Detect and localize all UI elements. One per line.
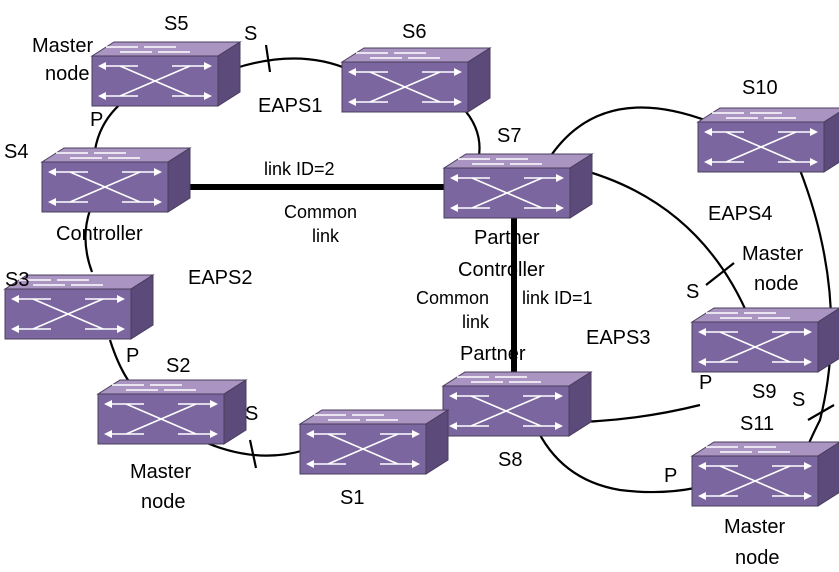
common-link-2-line1: Common bbox=[416, 288, 489, 308]
switch-s9-icon bbox=[691, 307, 839, 373]
link-s5-s6 bbox=[235, 57, 351, 72]
ring-label-eaps3: EAPS3 bbox=[586, 327, 650, 349]
label-s6: S6 bbox=[402, 21, 426, 43]
label-s7: S7 bbox=[497, 125, 521, 147]
switch-s7-icon bbox=[443, 153, 593, 219]
port-tick-s9 bbox=[705, 262, 735, 286]
master-node-s11-line2: node bbox=[735, 547, 780, 569]
common-link-1-line2: link bbox=[312, 226, 340, 246]
master-node-s5-line2: node bbox=[45, 63, 90, 85]
port-p-s9: P bbox=[699, 372, 712, 394]
label-s1: S1 bbox=[340, 487, 364, 509]
label-s3: S3 bbox=[5, 269, 29, 291]
switch-s11-icon bbox=[691, 441, 839, 507]
link-s6-s7 bbox=[459, 104, 481, 163]
switch-s5-icon bbox=[91, 41, 241, 107]
master-node-s2-line1: Master bbox=[130, 461, 191, 483]
port-tick-s2 bbox=[248, 439, 258, 469]
link-s7-s9 bbox=[574, 166, 752, 321]
partner-s7: Partner bbox=[474, 227, 540, 249]
switch-s1-icon bbox=[299, 409, 449, 475]
partner-s8: Partner bbox=[460, 343, 526, 365]
link-id-1-label: link ID=1 bbox=[522, 288, 593, 308]
port-s-s5: S bbox=[244, 23, 257, 45]
master-node-s2-line2: node bbox=[141, 491, 186, 513]
port-p-s5: P bbox=[90, 109, 103, 131]
master-node-s11-line1: Master bbox=[724, 516, 785, 538]
link-s4-s3 bbox=[84, 209, 94, 273]
link-s3-s2 bbox=[108, 339, 129, 381]
port-tick-s11 bbox=[807, 404, 835, 421]
ring-label-eaps2: EAPS2 bbox=[188, 267, 252, 289]
switch-s2-icon bbox=[97, 379, 247, 445]
port-p-s2: P bbox=[126, 345, 139, 367]
link-id-2-label: link ID=2 bbox=[264, 159, 335, 179]
label-s2: S2 bbox=[166, 355, 190, 377]
port-s-s11: S bbox=[792, 389, 805, 411]
master-node-s9-line1: Master bbox=[742, 243, 803, 265]
link-s7-s10 bbox=[547, 106, 711, 161]
port-p-s11: P bbox=[664, 465, 677, 487]
common-link-2-line2: link bbox=[462, 312, 490, 332]
link-s8-s11 bbox=[533, 424, 696, 494]
label-s9: S9 bbox=[752, 381, 776, 403]
port-s-s9: S bbox=[686, 281, 699, 303]
ring-label-eaps4: EAPS4 bbox=[708, 203, 772, 225]
switch-s4-icon bbox=[41, 147, 191, 213]
master-node-s9-line2: node bbox=[754, 273, 799, 295]
port-s-s2: S bbox=[245, 403, 258, 425]
controller-s4: Controller bbox=[56, 223, 143, 245]
ring-label-eaps1: EAPS1 bbox=[258, 95, 322, 117]
controller-s7: Controller bbox=[458, 259, 545, 281]
switch-s6-icon bbox=[341, 47, 491, 113]
port-tick-s5 bbox=[264, 44, 272, 73]
label-s10: S10 bbox=[742, 77, 778, 99]
label-s5: S5 bbox=[164, 13, 188, 35]
switch-s8-icon bbox=[442, 371, 592, 437]
switch-s10-icon bbox=[697, 107, 839, 173]
label-s4: S4 bbox=[4, 141, 28, 163]
common-link-1-line1: Common bbox=[284, 202, 357, 222]
label-s11: S11 bbox=[740, 413, 774, 435]
master-node-s5-line1: Master bbox=[32, 35, 93, 57]
label-s8: S8 bbox=[498, 449, 522, 471]
